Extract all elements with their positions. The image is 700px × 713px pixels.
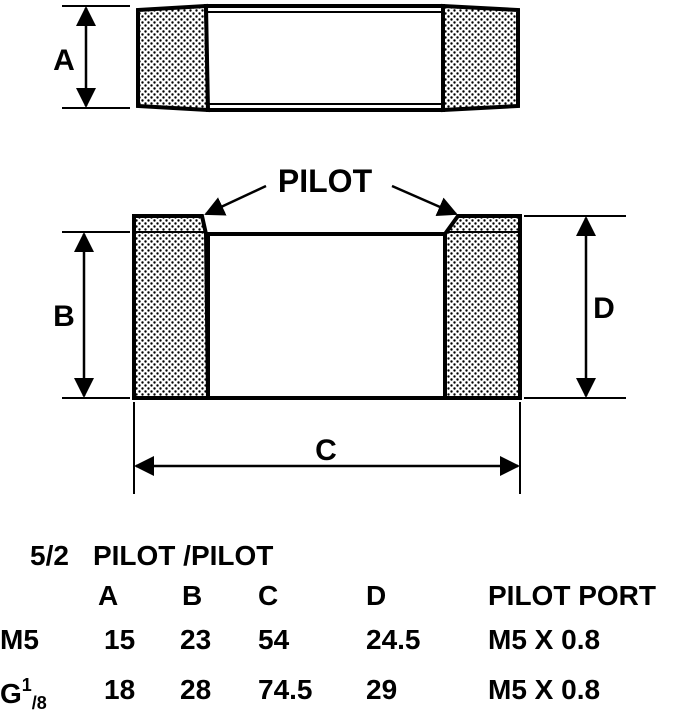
dimension-label-b: B xyxy=(53,300,75,333)
row-m5-thread: M5 xyxy=(0,624,39,655)
pilot-leader-left xyxy=(204,184,267,216)
header-c: C xyxy=(258,580,279,611)
header-d: D xyxy=(366,580,387,611)
row-m5-a: 15 xyxy=(104,624,136,655)
dimension-label-a: A xyxy=(53,44,75,77)
row-g18-c: 74.5 xyxy=(258,674,313,705)
top-view-center-body xyxy=(203,4,445,112)
row-g18-b: 28 xyxy=(180,674,212,705)
side-view-center-body xyxy=(206,232,447,400)
row-g18-thread: G1/8 xyxy=(0,676,47,712)
row-g18-a: 18 xyxy=(104,674,136,705)
pilot-leader-right xyxy=(391,184,458,216)
header-pilot-port: PILOT PORT xyxy=(488,580,656,611)
row-g18-d: 29 xyxy=(366,674,398,705)
side-view-right-knurl xyxy=(443,214,522,400)
dimension-label-d: D xyxy=(593,292,615,325)
side-view: PILOT B D C xyxy=(53,163,626,494)
side-view-left-knurl xyxy=(132,214,211,400)
spec-title-ratio: 5/2 xyxy=(30,540,69,571)
row-m5-d: 24.5 xyxy=(366,624,421,655)
pilot-callout-label: PILOT xyxy=(278,163,373,199)
spec-table-title: 5/2 PILOT /PILOT xyxy=(30,540,273,572)
header-b: B xyxy=(182,580,203,611)
row-m5-b: 23 xyxy=(180,624,212,655)
top-view-left-knurl xyxy=(136,3,211,113)
row-m5-pilot-port: M5 X 0.8 xyxy=(488,624,601,655)
row-g18-thread-sub: /8 xyxy=(31,693,47,713)
top-view: A xyxy=(53,3,520,113)
dimension-label-c: C xyxy=(315,434,337,467)
spec-title-text: PILOT /PILOT xyxy=(92,540,274,571)
top-view-right-knurl xyxy=(441,3,520,113)
row-m5-c: 54 xyxy=(258,624,290,655)
row-g18-thread-base: G xyxy=(0,678,22,709)
row-g18-pilot-port: M5 X 0.8 xyxy=(488,674,601,705)
row-g18-thread-sup: 1 xyxy=(21,675,32,695)
header-a: A xyxy=(98,580,119,611)
